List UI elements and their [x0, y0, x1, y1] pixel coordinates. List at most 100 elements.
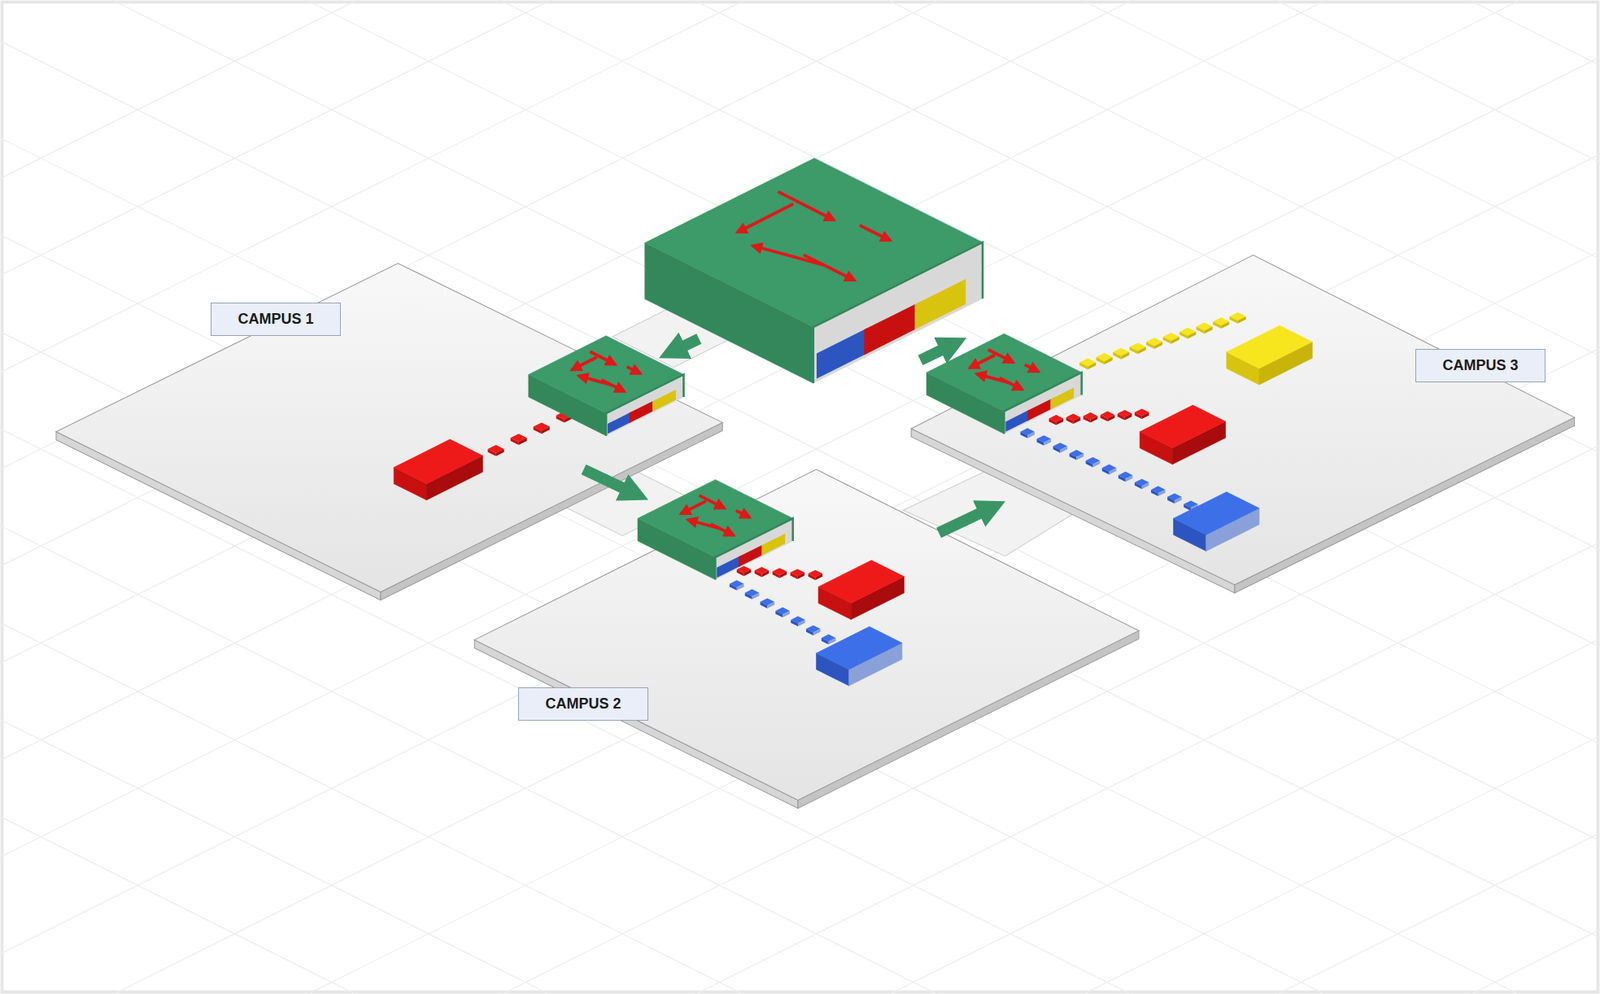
link-dot: [1146, 341, 1155, 349]
campus-name: CAMPUS 1: [237, 310, 314, 327]
switch-arrow: [627, 366, 641, 374]
link-dot: [1124, 413, 1133, 420]
grid-line: [887, 0, 1600, 994]
link-dot: [1163, 336, 1172, 345]
link-dot: [821, 637, 829, 645]
link-dot: [1049, 418, 1057, 425]
switch-arrow: [778, 191, 835, 221]
link-dot: [736, 584, 745, 591]
link-dot: [556, 415, 565, 423]
switch-arrow: [589, 351, 615, 365]
switch-arrow: [571, 357, 598, 371]
switch: [637, 479, 794, 580]
link-dot: [754, 570, 763, 577]
grid-line: [1469, 0, 1600, 994]
link-dot: [1117, 413, 1125, 420]
campus-platform: [474, 469, 1139, 809]
link-dot: [806, 628, 814, 636]
grid-line: [0, 0, 746, 994]
link-dot: [1118, 475, 1126, 482]
switch-port: [652, 386, 682, 402]
switch-arrow: [578, 375, 611, 385]
link-dot: [815, 573, 823, 580]
link-dot: [760, 601, 768, 609]
link-dot: [729, 584, 737, 591]
link-dot: [533, 426, 542, 434]
link-dot: [1020, 431, 1028, 439]
switch-rim: [714, 518, 793, 580]
campus-name: CAMPUS 2: [544, 695, 621, 712]
switch-port: [1005, 409, 1029, 432]
link-dot: [1079, 361, 1088, 370]
box-face: [818, 560, 904, 604]
link-dot: [779, 571, 787, 579]
switch-port: [652, 389, 676, 412]
link-dot: [790, 572, 798, 580]
switch-arrow: [752, 245, 824, 266]
switch-port: [629, 401, 654, 423]
flow-arrow: [584, 469, 638, 495]
dotted-link: [1049, 408, 1150, 425]
switch-port: [816, 327, 868, 379]
grid-line: [1469, 0, 1600, 994]
link-dot: [775, 610, 783, 618]
switch-port: [762, 533, 786, 556]
dotted-link: [1079, 312, 1246, 370]
link-dot: [1104, 357, 1113, 365]
link-dot: [1125, 475, 1134, 482]
link-dot: [752, 592, 760, 600]
switch-arrow: [976, 374, 1010, 384]
switch-port: [762, 530, 792, 545]
campus-platform: [56, 263, 723, 601]
link-dot: [1187, 331, 1196, 340]
switch: [528, 335, 685, 436]
link-dot: [1158, 489, 1166, 497]
switch-port: [915, 271, 981, 306]
link-dot: [1085, 460, 1094, 467]
link-dot: [744, 569, 752, 576]
link-dot: [797, 572, 805, 580]
link-dot: [1090, 415, 1099, 423]
link-dot: [1183, 504, 1191, 511]
link-dot: [1220, 321, 1230, 329]
dotted-link: [488, 411, 573, 457]
link-dot: [1059, 446, 1068, 454]
link-dot: [736, 569, 745, 576]
link-dot: [1112, 352, 1121, 360]
link-dot: [1076, 453, 1084, 460]
switch-arrow: [688, 519, 721, 529]
link-dot: [782, 610, 790, 618]
grid-line: [0, 0, 1133, 994]
dotted-link: [736, 566, 823, 581]
link-dot: [1087, 361, 1096, 370]
link-dot: [1100, 414, 1108, 422]
link-dot: [1027, 431, 1035, 439]
link-dot: [790, 619, 798, 627]
link-dot: [808, 573, 816, 580]
switch-arrow: [988, 349, 1014, 363]
switch-arrow: [859, 225, 891, 241]
switch-port: [1027, 399, 1051, 422]
link-dot: [1096, 357, 1105, 365]
link-dot: [767, 601, 775, 609]
device: [1226, 325, 1313, 385]
flow-arrow: [938, 505, 995, 533]
device: [393, 439, 483, 501]
device: [816, 626, 903, 686]
platform-top: [56, 263, 723, 593]
link-dot: [1134, 412, 1143, 419]
grid-line: [887, 0, 1600, 994]
link-dot: [1107, 414, 1116, 422]
link-dot: [1212, 321, 1221, 329]
campus-name: CAMPUS 3: [1442, 357, 1518, 374]
link-dot: [1083, 415, 1091, 423]
link-dot: [1204, 326, 1213, 334]
link-dot: [1238, 316, 1247, 324]
link-dot: [745, 592, 753, 600]
link-dot: [1037, 439, 1045, 446]
device: [1139, 405, 1226, 465]
link-dot: [1055, 418, 1064, 425]
link-dot: [1072, 417, 1081, 424]
box-face: [637, 479, 794, 558]
link-dot: [1109, 467, 1117, 475]
